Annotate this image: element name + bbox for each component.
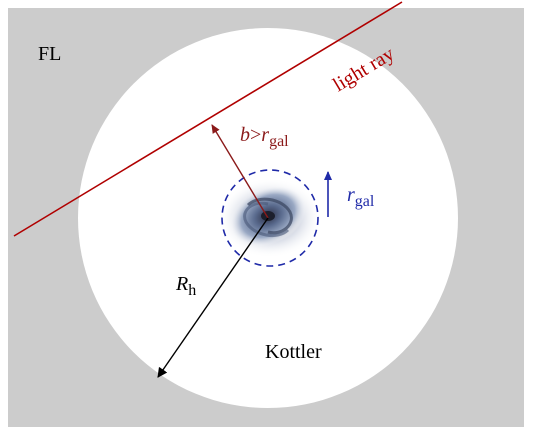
galaxy-radius-circle bbox=[221, 169, 319, 267]
impact-parameter-arrow bbox=[211, 124, 269, 219]
impact-parameter-label: b>rgal bbox=[240, 124, 289, 150]
light-ray-line bbox=[13, 1, 403, 237]
impact-parameter-relation: > bbox=[250, 124, 261, 146]
fl-label: FL bbox=[38, 43, 61, 65]
hole-radius-subscript: h bbox=[188, 282, 196, 299]
impact-parameter-r-symbol: r bbox=[261, 124, 269, 146]
galaxy-radius-symbol: r bbox=[347, 184, 355, 206]
hole-radius-label: Rh bbox=[175, 273, 196, 299]
spiral-galaxy-image bbox=[218, 178, 322, 258]
galaxy-radius-label: rgal bbox=[347, 184, 375, 210]
impact-parameter-subscript: gal bbox=[269, 133, 289, 150]
kottler-label: Kottler bbox=[265, 341, 322, 363]
hole-radius-arrow bbox=[157, 217, 269, 378]
hole-radius-symbol: R bbox=[175, 273, 188, 295]
impact-parameter-symbol: b bbox=[240, 124, 250, 146]
galaxy-radius-subscript: gal bbox=[355, 193, 375, 210]
